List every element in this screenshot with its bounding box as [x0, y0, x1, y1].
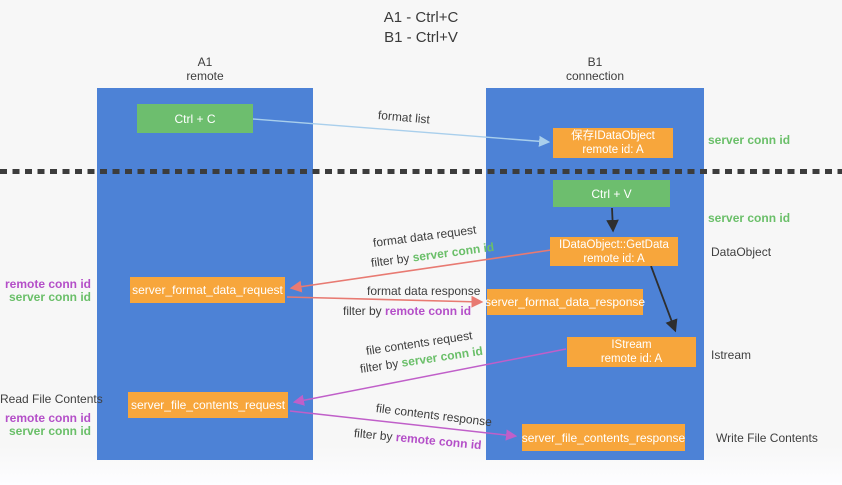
right-label-write-file-contents: Write File Contents	[716, 431, 818, 445]
node-istream: IStream remote id: A	[567, 337, 696, 367]
node-server-format-data-response-label: server_format_data_response	[484, 295, 646, 309]
arrow-label-filter-by-remote-1: filter by remote conn id	[343, 304, 471, 318]
left-label-remote-conn-id-1: remote conn id	[4, 277, 91, 291]
lane-b1-name: B1	[587, 55, 603, 69]
arrow-label-format-data-response: format data response	[367, 284, 481, 298]
node-save-dataobject: 保存IDataObject remote id: A	[553, 128, 673, 158]
node-save-dataobject-line2: remote id: A	[582, 144, 644, 156]
remote-conn-id-highlight: remote conn id	[385, 304, 472, 318]
filter-by-text: filter by	[358, 356, 400, 376]
left-label-read-file-contents: Read File Contents	[0, 392, 103, 406]
title-line-1: A1 - Ctrl+C	[383, 9, 459, 26]
lane-header-b1: B1 connection	[486, 55, 704, 83]
filter-by-text: filter by	[370, 251, 411, 270]
node-ctrl-c: Ctrl + C	[137, 104, 253, 133]
node-server-file-contents-response-label: server_file_contents_response	[521, 430, 686, 445]
remote-conn-id-highlight: remote conn id	[395, 430, 483, 453]
right-label-dataobject: DataObject	[711, 245, 772, 259]
right-label-server-conn-id-2: server conn id	[708, 211, 791, 225]
right-label-server-conn-id-1: server conn id	[708, 133, 791, 147]
node-getdata-line2: remote id: A	[583, 252, 645, 265]
right-label-istream: Istream	[711, 348, 752, 362]
node-ctrl-v: Ctrl + V	[553, 180, 670, 207]
left-label-remote-conn-id-2: remote conn id	[4, 411, 91, 425]
server-conn-id-highlight: server conn id	[411, 239, 495, 265]
title-line-2: B1 - Ctrl+V	[384, 29, 458, 46]
left-label-server-conn-id-1: server conn id	[8, 290, 91, 304]
node-server-file-contents-request: server_file_contents_request	[128, 392, 288, 418]
node-getdata-line1: IDataObject::GetData	[559, 238, 669, 251]
node-istream-line2: remote id: A	[600, 353, 663, 365]
lane-a1-name: A1	[197, 55, 213, 69]
lane-a1-role: remote	[186, 68, 224, 83]
filter-by-text: filter by	[353, 426, 394, 444]
arrow-label-filter-by-remote-2: filter by remote conn id	[353, 426, 482, 452]
node-server-format-data-request-label: server_format_data_request	[132, 283, 283, 297]
left-conn-id-stack-2: remote conn id server conn id	[0, 412, 91, 438]
node-save-dataobject-line1: 保存IDataObject	[571, 130, 655, 142]
diagram-title: A1 - Ctrl+C B1 - Ctrl+V	[0, 8, 842, 48]
arrow-label-file-contents-response: file contents response	[375, 401, 493, 430]
node-istream-line1: IStream	[611, 339, 652, 351]
lane-b1-role: connection	[565, 68, 625, 83]
left-conn-id-stack-1: remote conn id server conn id	[0, 278, 91, 304]
arrow-label-format-list: format list	[377, 108, 431, 127]
node-ctrl-c-label: Ctrl + C	[174, 111, 216, 126]
dotted-divider	[0, 169, 842, 174]
left-label-server-conn-id-2: server conn id	[8, 424, 91, 438]
node-server-file-contents-response: server_file_contents_response	[522, 424, 685, 451]
node-getdata: IDataObject::GetData remote id: A	[550, 237, 678, 266]
node-server-format-data-response: server_format_data_response	[484, 289, 646, 315]
lane-header-a1: A1 remote	[97, 55, 313, 83]
node-server-file-contents-request-label: server_file_contents_request	[130, 398, 286, 412]
node-server-format-data-request: server_format_data_request	[130, 277, 285, 303]
filter-by-text: filter by	[343, 304, 382, 318]
node-ctrl-v-label: Ctrl + V	[591, 186, 632, 201]
